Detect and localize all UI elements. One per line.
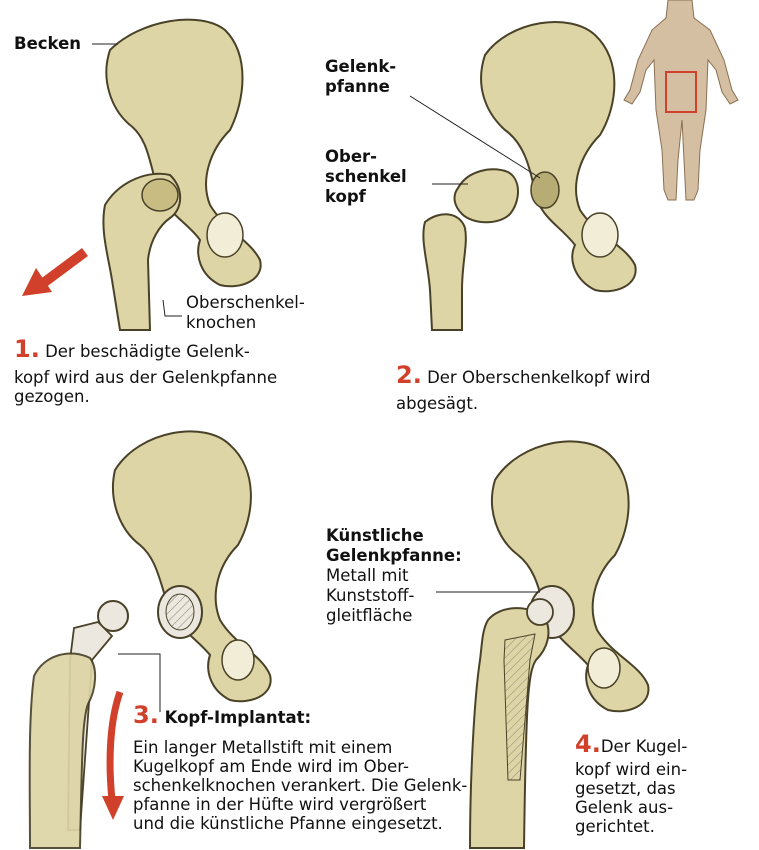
- label-head-line2: schenkel: [325, 167, 407, 186]
- label-cup-title1: Künstliche: [326, 526, 424, 545]
- label-head-line3: kopf: [325, 187, 366, 206]
- panel3-insert-arrow-icon: [102, 692, 124, 820]
- label-cup-title2: Gelenkpfanne:: [326, 546, 462, 565]
- step-4-number: 4.: [575, 730, 601, 758]
- step-2-line2: abgesägt.: [396, 394, 478, 413]
- panel2-femur-icon: [423, 214, 465, 330]
- step-1-number: 1.: [14, 335, 40, 363]
- label-head-line1: Ober-: [325, 147, 377, 166]
- step-4-line1: Der Kugel-: [601, 737, 688, 756]
- panel1-femur-icon: [103, 174, 180, 330]
- leader-femur: [163, 300, 182, 316]
- panel1-pull-arrow-icon: [22, 252, 85, 296]
- panel2-pelvis-icon: [481, 22, 636, 291]
- step-3-line2: Kugelkopf am Ende wird im Ober-: [133, 757, 409, 776]
- label-femur-line2: knochen: [186, 313, 256, 332]
- step-3-line5: und die künstliche Pfanne eingesetzt.: [133, 814, 443, 833]
- label-cup-line1: Metall mit: [326, 566, 409, 585]
- label-femur-line1: Oberschenkel-: [186, 293, 305, 312]
- step-2-number: 2.: [396, 361, 422, 389]
- step-3-number: 3.: [133, 701, 159, 729]
- step-4-line3: gesetzt, das: [575, 779, 676, 798]
- step-4-line4: Gelenk aus-: [575, 798, 673, 817]
- step-1-line1: Der beschädigte Gelenk-: [40, 342, 250, 361]
- step-3-title: Kopf-Implantat:: [159, 708, 311, 727]
- label-cup-line2: Kunststoff-: [326, 586, 414, 605]
- body-figure-icon: [624, 0, 738, 200]
- panel4-femur-implant-icon: [470, 599, 553, 848]
- step-1-line3: gezogen.: [14, 387, 90, 406]
- label-pelvis: Becken: [14, 34, 81, 53]
- label-socket-line2: pfanne: [325, 77, 390, 96]
- panel3-pelvis-icon: [113, 431, 271, 701]
- step-4-line5: gerichtet.: [575, 817, 655, 836]
- step-3-line4: pfanne in der Hüfte wird vergrößert: [133, 795, 426, 814]
- label-cup-line3: gleitfläche: [326, 606, 412, 625]
- step-2-line1: Der Oberschenkelkopf wird: [422, 368, 651, 387]
- label-socket-line1: Gelenk-: [325, 57, 396, 76]
- panel2-femoral-head-icon: [455, 169, 518, 222]
- step-1-line2: kopf wird aus der Gelenkpfanne: [14, 368, 277, 387]
- step-3-line3: schenkelknochen verankert. Die Gelenk-: [133, 776, 467, 795]
- step-4-line2: kopf wird ein-: [575, 760, 687, 779]
- step-3-line1: Ein langer Metallstift mit einem: [133, 738, 392, 757]
